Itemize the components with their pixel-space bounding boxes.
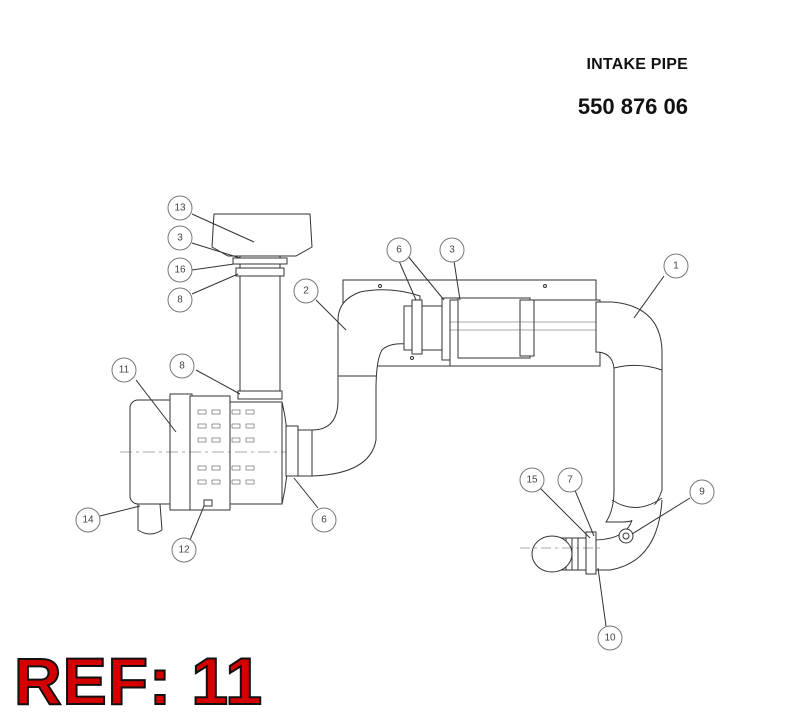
air-filter-housing [120,393,300,535]
callout-6: 6 [386,237,412,263]
svg-text:7: 7 [567,475,573,486]
callout-14: 14 [75,507,101,533]
callout-13: 13 [167,195,193,221]
svg-text:14: 14 [82,515,94,526]
leader-lines [99,213,691,627]
svg-text:10: 10 [604,633,616,644]
svg-text:11: 11 [119,365,130,376]
svg-text:3: 3 [449,245,455,256]
svg-text:3: 3 [177,233,183,244]
svg-text:13: 13 [174,203,186,214]
callout-6: 6 [311,507,337,533]
ref-label: REF: 11 [13,644,264,718]
callout-3: 3 [439,237,465,263]
callout-2: 2 [293,278,319,304]
callout-12: 12 [171,537,197,563]
part-number: 550 876 06 [577,94,688,119]
svg-text:9: 9 [699,487,705,498]
callout-1: 1 [663,253,689,279]
diagram-title: INTAKE PIPE [586,56,688,73]
callout-16: 16 [167,257,193,283]
callout-9: 9 [689,479,715,505]
callout-8: 8 [169,353,195,379]
svg-text:6: 6 [321,515,327,526]
dust-valve [137,503,163,535]
svg-text:12: 12 [178,545,190,556]
svg-text:1: 1 [673,261,679,272]
pre-cleaner-cap [211,213,313,257]
horizontal-pipe [403,297,601,367]
svg-text:8: 8 [179,361,185,372]
svg-text:8: 8 [177,295,183,306]
outlet-bellows [520,531,604,575]
callout-3: 3 [167,225,193,251]
callout-11: 11 [111,357,137,383]
callout-10: 10 [597,625,623,651]
svg-text:6: 6 [396,245,402,256]
vertical-intake-pipe [211,213,313,400]
s-bend-pipe [285,289,421,477]
sensor-fitting [618,528,634,544]
callout-15: 15 [519,467,545,493]
callout-7: 7 [557,467,583,493]
callout-8: 8 [167,287,193,313]
svg-text:2: 2 [303,286,309,297]
elbow-and-down-pipe [591,301,663,571]
svg-text:16: 16 [174,265,186,276]
svg-text:15: 15 [526,475,538,486]
